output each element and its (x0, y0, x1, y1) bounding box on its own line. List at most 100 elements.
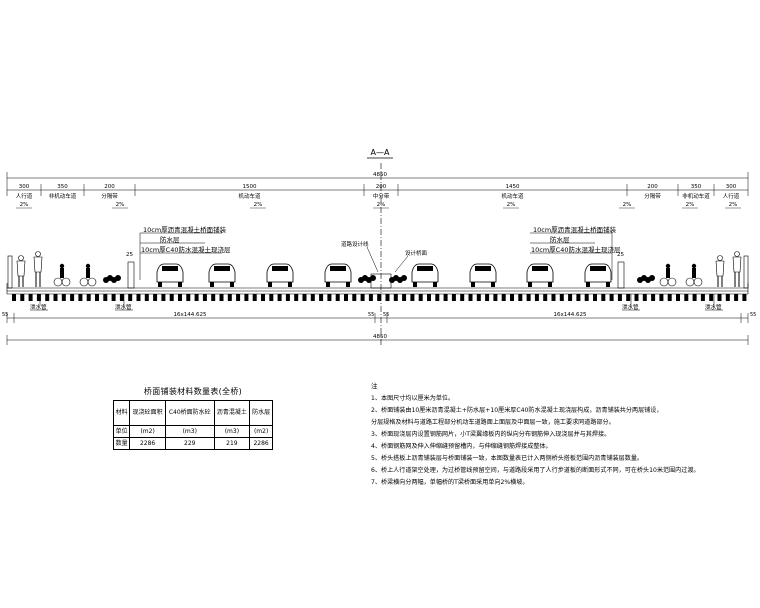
header-asphalt: 沥青混凝土 (213, 400, 251, 426)
note-item: 1、本图尺寸均以厘米为单位。 (371, 395, 455, 402)
girder (111, 294, 116, 301)
mid-gap-right: 55 (383, 312, 389, 318)
zone-label: 机动车道 (501, 192, 524, 200)
vehicle-icon (156, 263, 184, 287)
girder (725, 294, 730, 301)
girder (559, 294, 564, 301)
material-quantity-table: 桥面铺装材料数量表(全桥) 材料 现浇砼面积 C40桥面防水砼 沥青混凝土 防水… (112, 386, 273, 450)
girder (584, 294, 589, 301)
girder (626, 294, 631, 301)
girder (576, 294, 581, 301)
t-girders (12, 294, 747, 301)
girder (460, 294, 465, 301)
girder (634, 294, 639, 301)
vehicle-icon (411, 263, 439, 287)
girder (53, 294, 58, 301)
separator-left (127, 261, 135, 289)
girder (252, 294, 257, 301)
girder (410, 294, 415, 301)
girder (734, 294, 739, 301)
segment-dim-label: 350 (691, 184, 702, 190)
vehicle-icon (469, 263, 497, 287)
pedestrian-icon (16, 255, 26, 287)
girder (418, 294, 423, 301)
girder (493, 294, 498, 301)
layer-waterproof-right: 防水层 (550, 235, 570, 244)
girder (211, 294, 216, 301)
girder (568, 294, 573, 301)
girder (659, 294, 664, 301)
qty-label: 数量 (112, 437, 131, 450)
unit-cast-area: (m2) (129, 425, 166, 438)
girder (667, 294, 672, 301)
girder (219, 294, 224, 301)
layer-asphalt-left: 10cm厚沥青混凝土桥面铺装 (143, 225, 227, 234)
girder (335, 294, 340, 301)
parapet-right (743, 255, 749, 289)
table-title: 桥面铺装材料数量表(全桥) (143, 387, 243, 396)
shrub-icon (389, 275, 407, 283)
total-width-bottom: 4850 (373, 334, 387, 340)
girder (269, 294, 274, 301)
girder (435, 294, 440, 301)
header-waterproof: 防水层 (249, 400, 273, 426)
slope-label: 2% (507, 202, 516, 208)
girder (227, 294, 232, 301)
qty-c40: 229 (164, 437, 215, 450)
zone-label: 分隔带 (101, 192, 118, 200)
girder (327, 294, 332, 301)
vehicle-icon (324, 263, 352, 287)
notes-block: 注 1、本图尺寸均以厘米为单位。 2、桥面铺装由10厘米沥青混凝土+防水层+10… (371, 380, 751, 489)
header-cast-area: 现浇砼面积 (129, 400, 166, 426)
girder (393, 294, 398, 301)
section-title: A—A (371, 148, 390, 157)
girder (684, 294, 689, 301)
girder (402, 294, 407, 301)
layer-waterproof-left: 防水层 (160, 235, 180, 244)
slope-label: 2% (254, 202, 263, 208)
drain-label-2: 泄水管 (115, 303, 132, 311)
vehicle-icon (584, 263, 612, 287)
bridge-deck (6, 283, 749, 295)
girder (86, 294, 91, 301)
slope-label: 2% (116, 202, 125, 208)
girder (319, 294, 324, 301)
girder (20, 294, 25, 301)
vehicle-icon (526, 263, 554, 287)
girder (169, 294, 174, 301)
slope-label: 2% (623, 202, 632, 208)
girder (692, 294, 697, 301)
girder (617, 294, 622, 301)
girder (70, 294, 75, 301)
girder (593, 294, 597, 301)
note-item: 5、桥头搭板上沥青铺装层与桥面铺装一致，本图数量表已计入两侧桥头搭板范围内沥青铺… (371, 455, 644, 462)
layer-concrete-right: 10cm厚C40防水混凝土现浇层 (531, 245, 621, 254)
unit-c40: (m3) (164, 425, 215, 438)
unit-label: 单位 (112, 425, 131, 438)
girder (285, 294, 290, 301)
layer-concrete-left: 10cm厚C40防水混凝土现浇层 (141, 245, 231, 254)
girder (236, 294, 241, 301)
segment-dim-label: 200 (104, 184, 115, 190)
girder (352, 294, 357, 301)
girder (78, 294, 83, 301)
unit-waterproof: (m2) (249, 425, 273, 438)
girder (742, 294, 747, 301)
dim-25-left: 25 (126, 252, 133, 258)
note-item: 6、桥上人行道架空处理，为过桥管线预留空间，与道路段采用了人行步道板的断面形式不… (371, 467, 700, 474)
shrub-icon (637, 275, 655, 283)
vehicle-icon (208, 263, 236, 287)
zone-label: 非机动车道 (682, 192, 710, 200)
girder (136, 294, 141, 301)
cyclist-icon (659, 263, 677, 287)
girder (302, 294, 307, 301)
girder (95, 294, 99, 301)
girder (476, 294, 481, 301)
drain-label-3: 泄水管 (622, 303, 639, 311)
girder (601, 294, 606, 301)
girder (651, 294, 656, 301)
girder (551, 294, 556, 301)
drain-label-4: 泄水管 (705, 303, 722, 311)
girder (153, 294, 158, 301)
